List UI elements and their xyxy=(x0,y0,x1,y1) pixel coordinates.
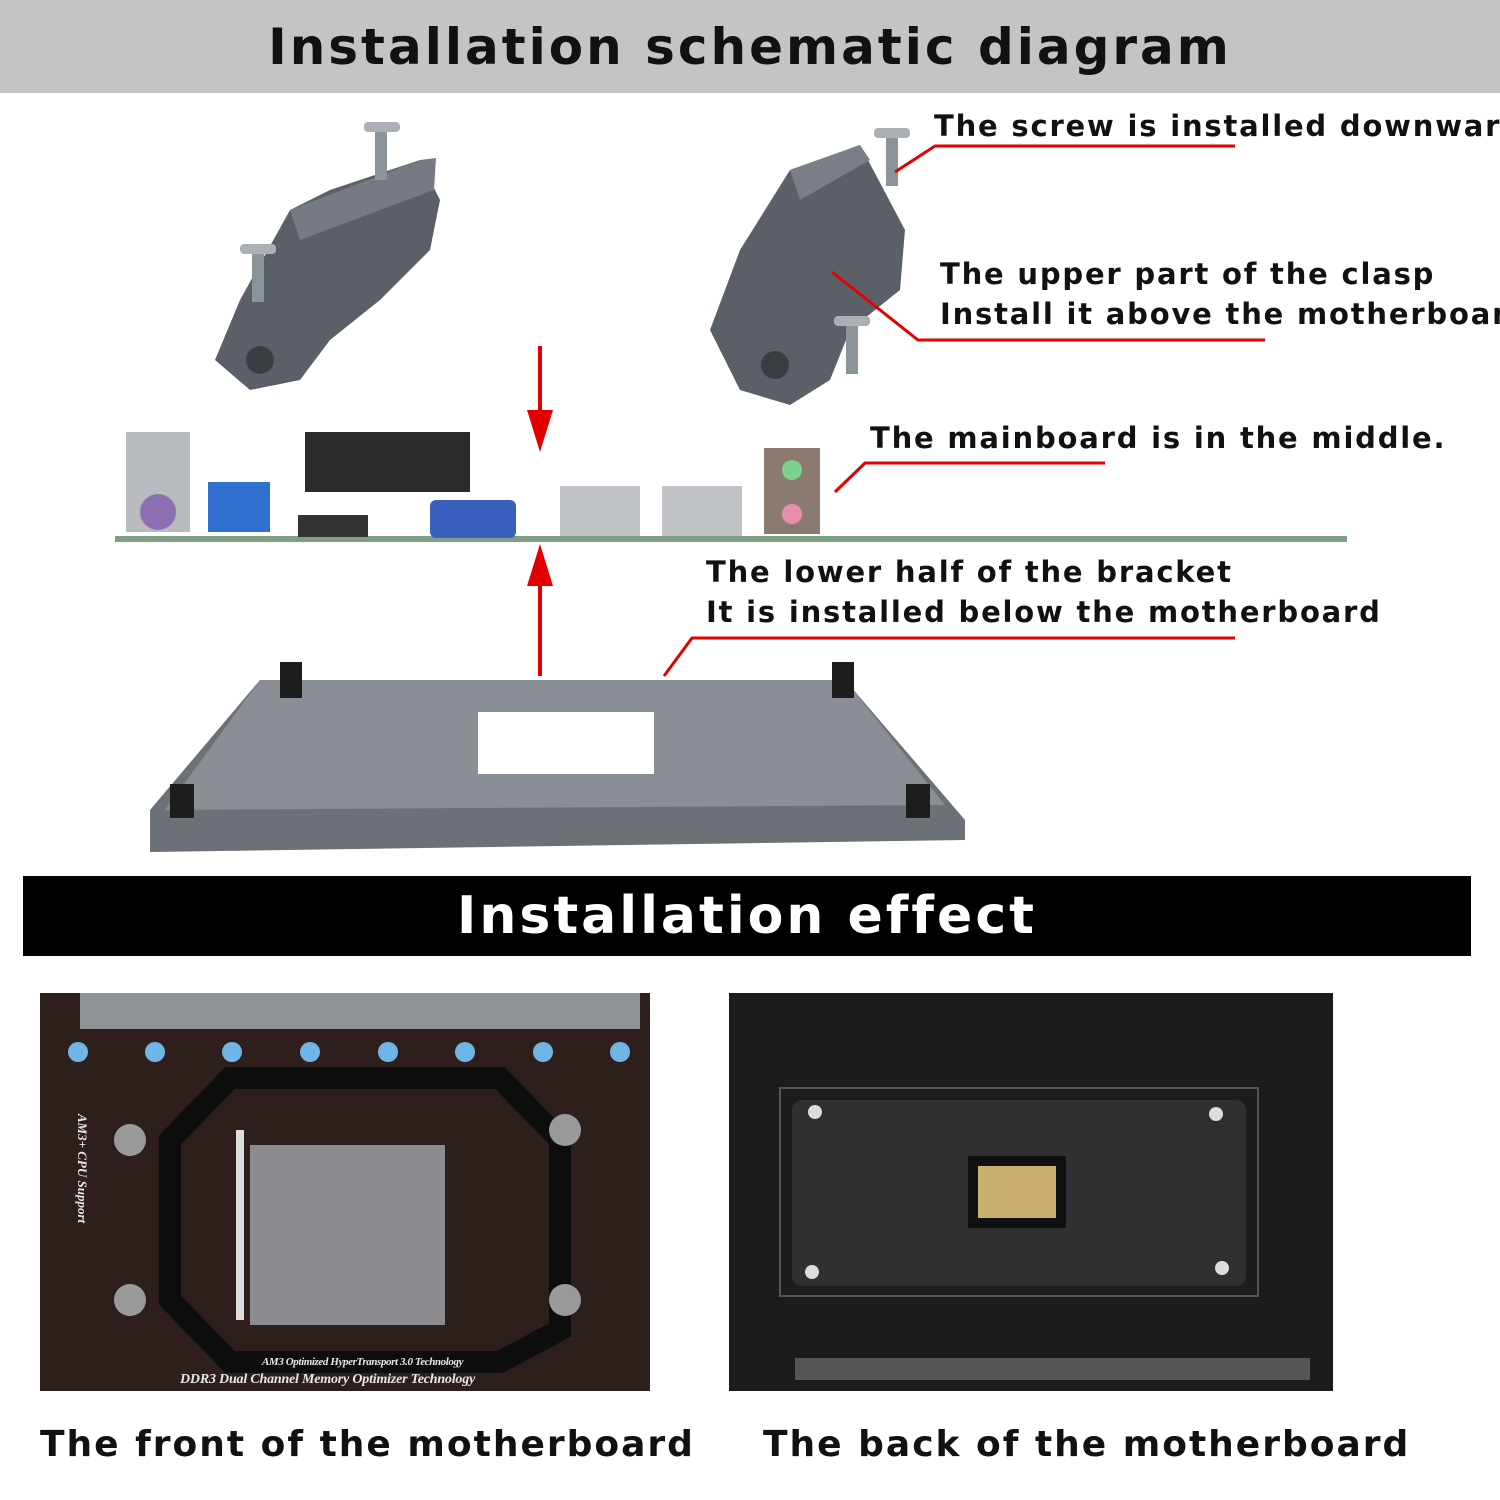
front-photo xyxy=(40,993,650,1391)
upper-clasp-left xyxy=(215,158,440,390)
annotation-screw: The screw is installed downward. xyxy=(934,109,1500,143)
front-caption: The front of the motherboard xyxy=(40,1424,695,1465)
arrow-up-icon xyxy=(527,544,553,676)
back-caption: The back of the motherboard xyxy=(763,1424,1411,1465)
annotation-mainboard: The mainboard is in the middle. xyxy=(870,421,1447,455)
arrow-down-icon xyxy=(527,346,553,452)
page-title: Installation schematic diagram xyxy=(0,0,1500,93)
front-board-label-ddr3: DDR3 Dual Channel Memory Optimizer Techn… xyxy=(180,1372,476,1387)
front-board-label-cpu-support: AM3+ CPU Support xyxy=(75,1113,90,1224)
lower-backplate xyxy=(150,662,965,852)
annotation-upper-line1: The upper part of the clasp xyxy=(940,257,1436,291)
screw-icon xyxy=(240,122,400,302)
back-photo xyxy=(729,993,1333,1391)
section-title: Installation effect xyxy=(23,876,1471,956)
motherboard-io-edge xyxy=(115,432,1347,542)
annotation-lower-line1: The lower half of the bracket xyxy=(706,555,1233,589)
front-board-label-hypertransport: AM3 Optimized HyperTransport 3.0 Technol… xyxy=(262,1356,464,1368)
exploded-schematic xyxy=(115,122,1347,852)
upper-clasp-right xyxy=(710,145,905,405)
screw-icon xyxy=(834,128,910,374)
annotation-lower-line2: It is installed below the motherboard xyxy=(706,595,1382,629)
annotation-upper-line2: Install it above the motherboard xyxy=(940,297,1500,331)
annotation-lines xyxy=(662,144,1265,677)
